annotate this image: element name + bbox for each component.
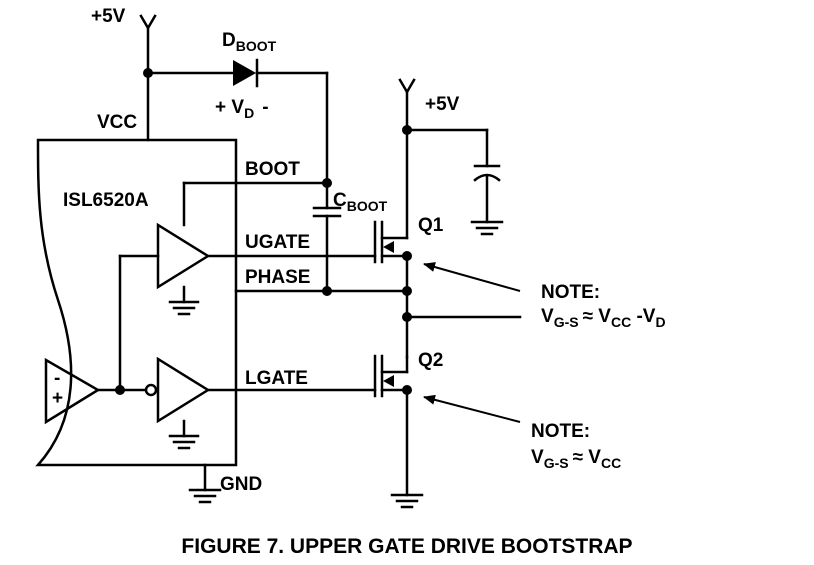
pin-gnd-label: GND bbox=[220, 474, 262, 495]
upper-driver-ground-symbol bbox=[168, 300, 200, 316]
comparator-plus: + bbox=[52, 388, 63, 409]
note1-equation: VG-S≈ VCC -VD bbox=[541, 306, 666, 330]
diode-triangle bbox=[233, 60, 256, 86]
pin-lgate-label: LGATE bbox=[245, 368, 308, 389]
note1-title: NOTE: bbox=[541, 282, 600, 303]
cboot-label: CBOOT bbox=[333, 190, 388, 214]
comparator-symbol bbox=[44, 357, 101, 425]
diode-polarity-label: + VD- bbox=[215, 97, 269, 121]
phase-junction-dot-right bbox=[402, 286, 412, 296]
q2-label: Q2 bbox=[418, 350, 443, 371]
q2-source-dot bbox=[402, 385, 412, 395]
lower-driver-buffer bbox=[156, 356, 211, 424]
comparator-junction-dot bbox=[115, 385, 125, 395]
supply-5v-right-label: +5V bbox=[425, 94, 460, 115]
supply-5v-right-symbol bbox=[398, 78, 416, 95]
note2-arrow bbox=[423, 394, 521, 423]
upper-driver-buffer bbox=[156, 222, 211, 290]
q2-ground-symbol bbox=[390, 493, 424, 509]
inverter-bubble bbox=[144, 383, 158, 397]
pin-boot-label: BOOT bbox=[245, 159, 300, 180]
note2-title: NOTE: bbox=[531, 421, 590, 442]
lower-driver-ground-symbol bbox=[168, 434, 200, 450]
q2-mosfet bbox=[373, 354, 409, 398]
note1-arrow bbox=[423, 262, 521, 292]
diode-label: DBOOT bbox=[222, 30, 277, 54]
q1-source-dot bbox=[402, 251, 412, 261]
vcc-label: VCC bbox=[97, 112, 137, 133]
decoupling-ground-symbol bbox=[470, 220, 504, 236]
supply-5v-left-label: +5V bbox=[91, 6, 126, 27]
supply-5v-left-symbol bbox=[139, 14, 157, 31]
note2-equation: VG-S≈ VCC bbox=[531, 447, 621, 471]
ic-ground-symbol bbox=[188, 488, 222, 504]
q1-label: Q1 bbox=[418, 215, 444, 236]
figure-caption: FIGURE 7. UPPER GATE DRIVE BOOTSTRAP bbox=[181, 535, 632, 558]
pin-phase-label: PHASE bbox=[245, 267, 310, 288]
comparator-minus: - bbox=[54, 368, 60, 389]
pin-ugate-label: UGATE bbox=[245, 232, 310, 253]
ic-body bbox=[35, 138, 238, 467]
chip-name: ISL6520A bbox=[63, 190, 149, 211]
q1-mosfet bbox=[373, 220, 409, 264]
